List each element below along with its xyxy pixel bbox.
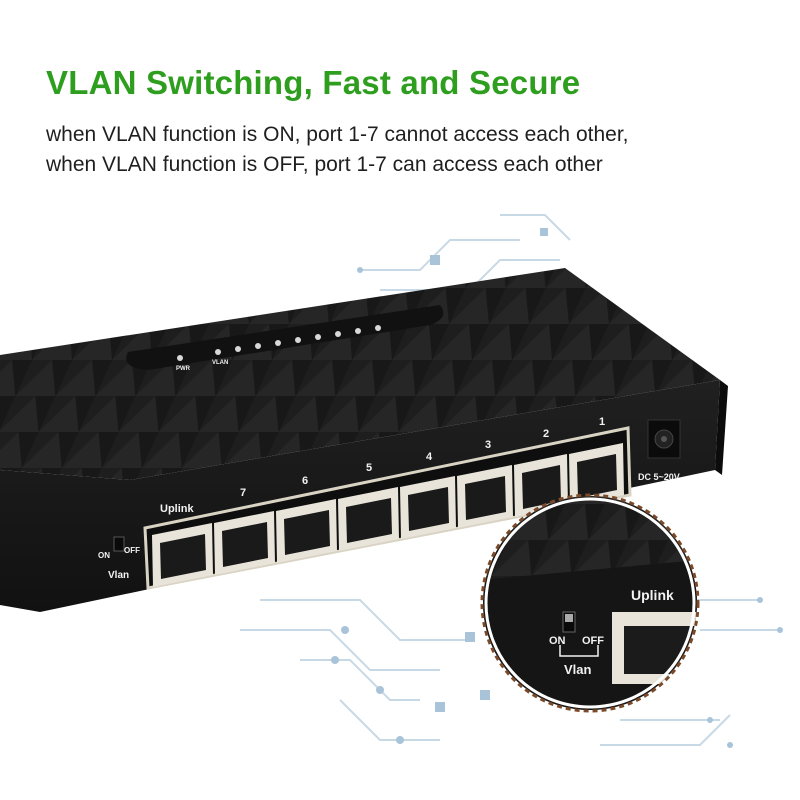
vlan-on-label: ON [98, 551, 110, 560]
dc-label: DC 5~20V [638, 472, 680, 482]
port-3[interactable] [457, 465, 513, 528]
label-port-1: 1 [599, 416, 605, 428]
description-line-2: when VLAN function is OFF, port 1-7 can … [46, 153, 603, 176]
description-line-1: when VLAN function is ON, port 1-7 canno… [46, 123, 629, 146]
port-7[interactable] [214, 511, 275, 575]
label-port-2: 2 [543, 428, 549, 440]
label-port-3: 3 [485, 439, 491, 451]
led-pwr-label: PWR [176, 366, 191, 372]
label-uplink: Uplink [160, 503, 194, 515]
zoom-off-label: OFF [582, 635, 604, 647]
headline: VLAN Switching, Fast and Secure [46, 64, 581, 101]
port-5[interactable] [338, 487, 399, 551]
zoom-vlan-label: Vlan [564, 662, 592, 677]
switch-top [0, 268, 720, 480]
port-6[interactable] [276, 499, 337, 563]
ethernet-ports [152, 443, 624, 587]
label-port-5: 5 [366, 462, 372, 474]
port-1[interactable] [569, 443, 624, 506]
led-vlan-label: VLAN [212, 360, 228, 366]
zoom-on-label: ON [549, 635, 566, 647]
circuit-nodes [331, 228, 783, 748]
vlan-off-label: OFF [124, 546, 140, 555]
led-panel [126, 305, 444, 370]
vlan-toggle[interactable] [113, 536, 125, 552]
port-uplink[interactable] [152, 523, 213, 587]
status-leds [177, 325, 381, 361]
label-port-7: 7 [240, 487, 246, 499]
label-port-6: 6 [302, 475, 308, 487]
port-4[interactable] [400, 476, 456, 539]
zoom-uplink-label: Uplink [631, 587, 674, 603]
label-port-4: 4 [426, 451, 433, 463]
circuit-background [240, 214, 780, 746]
zoom-border [480, 493, 700, 713]
vlan-label: Vlan [108, 570, 129, 581]
